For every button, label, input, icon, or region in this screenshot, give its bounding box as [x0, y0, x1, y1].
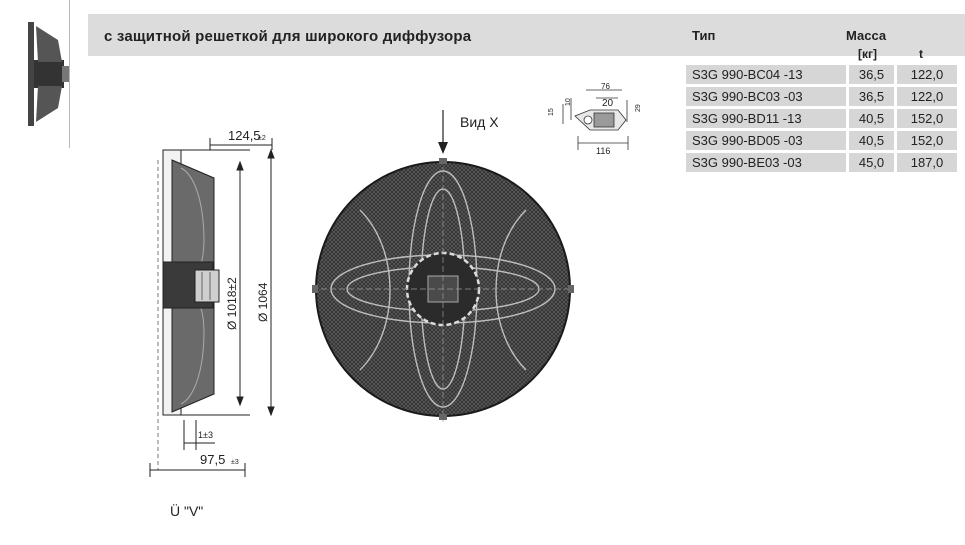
fan-thumbnail-icon	[28, 22, 70, 126]
cell-t: 122,0	[897, 87, 957, 106]
detail-dim-20: 20	[602, 98, 614, 109]
cell-t: 187,0	[897, 153, 957, 172]
table-row: S3G 990-BD11 -13 40,5 152,0	[686, 109, 957, 128]
column-header-type: Тип	[692, 28, 716, 43]
table-row: S3G 990-BC04 -13 36,5 122,0	[686, 65, 957, 84]
table-row: S3G 990-BC03 -03 36,5 122,0	[686, 87, 957, 106]
cell-type: S3G 990-BE03 -03	[686, 153, 849, 172]
dim-bottom-tolerance: ±3	[231, 459, 239, 466]
column-header-t: t	[919, 47, 923, 61]
cell-mass: 40,5	[849, 131, 897, 150]
cell-t: 152,0	[897, 109, 957, 128]
cell-mass: 40,5	[849, 109, 897, 128]
cell-mass: 45,0	[849, 153, 897, 172]
cell-type: S3G 990-BC04 -13	[686, 65, 849, 84]
detail-dim-15: 15	[548, 108, 555, 116]
cell-mass: 36,5	[849, 87, 897, 106]
section-title: с защитной решеткой для широкого диффузо…	[104, 28, 472, 45]
cell-type: S3G 990-BC03 -03	[686, 87, 849, 106]
dim-diameter-inner: Ø 1018±2	[225, 277, 239, 330]
cell-type: S3G 990-BD05 -03	[686, 131, 849, 150]
cell-t: 122,0	[897, 65, 957, 84]
detail-dim-116: 116	[596, 146, 610, 156]
dim-small: 1±3	[198, 430, 213, 440]
dim-diameter-outer: Ø 1064	[256, 282, 270, 322]
side-view	[149, 138, 275, 477]
detail-dim-29: 29	[635, 104, 642, 112]
cell-t: 152,0	[897, 131, 957, 150]
front-view-grille	[312, 158, 574, 422]
detail-dim-76: 76	[601, 82, 610, 91]
drawing-caption: Ü "V"	[170, 503, 204, 519]
thumbnail-divider	[69, 0, 70, 148]
header-bar	[88, 14, 965, 56]
view-x-label: Вид X	[460, 114, 499, 130]
table-row: S3G 990-BE03 -03 45,0 187,0	[686, 153, 957, 172]
view-x-arrow	[438, 110, 448, 154]
dim-top-tolerance: ±2	[258, 135, 266, 142]
column-header-mass-unit: [кг]	[858, 47, 877, 61]
cell-type: S3G 990-BD11 -13	[686, 109, 849, 128]
table-row: S3G 990-BD05 -03 40,5 152,0	[686, 131, 957, 150]
dim-bottom: 97,5	[200, 452, 225, 467]
detail-dim-10: 10	[565, 98, 572, 106]
cell-mass: 36,5	[849, 65, 897, 84]
column-header-mass: Масса	[846, 28, 887, 43]
model-table: S3G 990-BC04 -13 36,5 122,0 S3G 990-BC03…	[686, 62, 957, 175]
detail-drawing	[562, 89, 629, 150]
dim-top: 124,5	[228, 128, 261, 143]
